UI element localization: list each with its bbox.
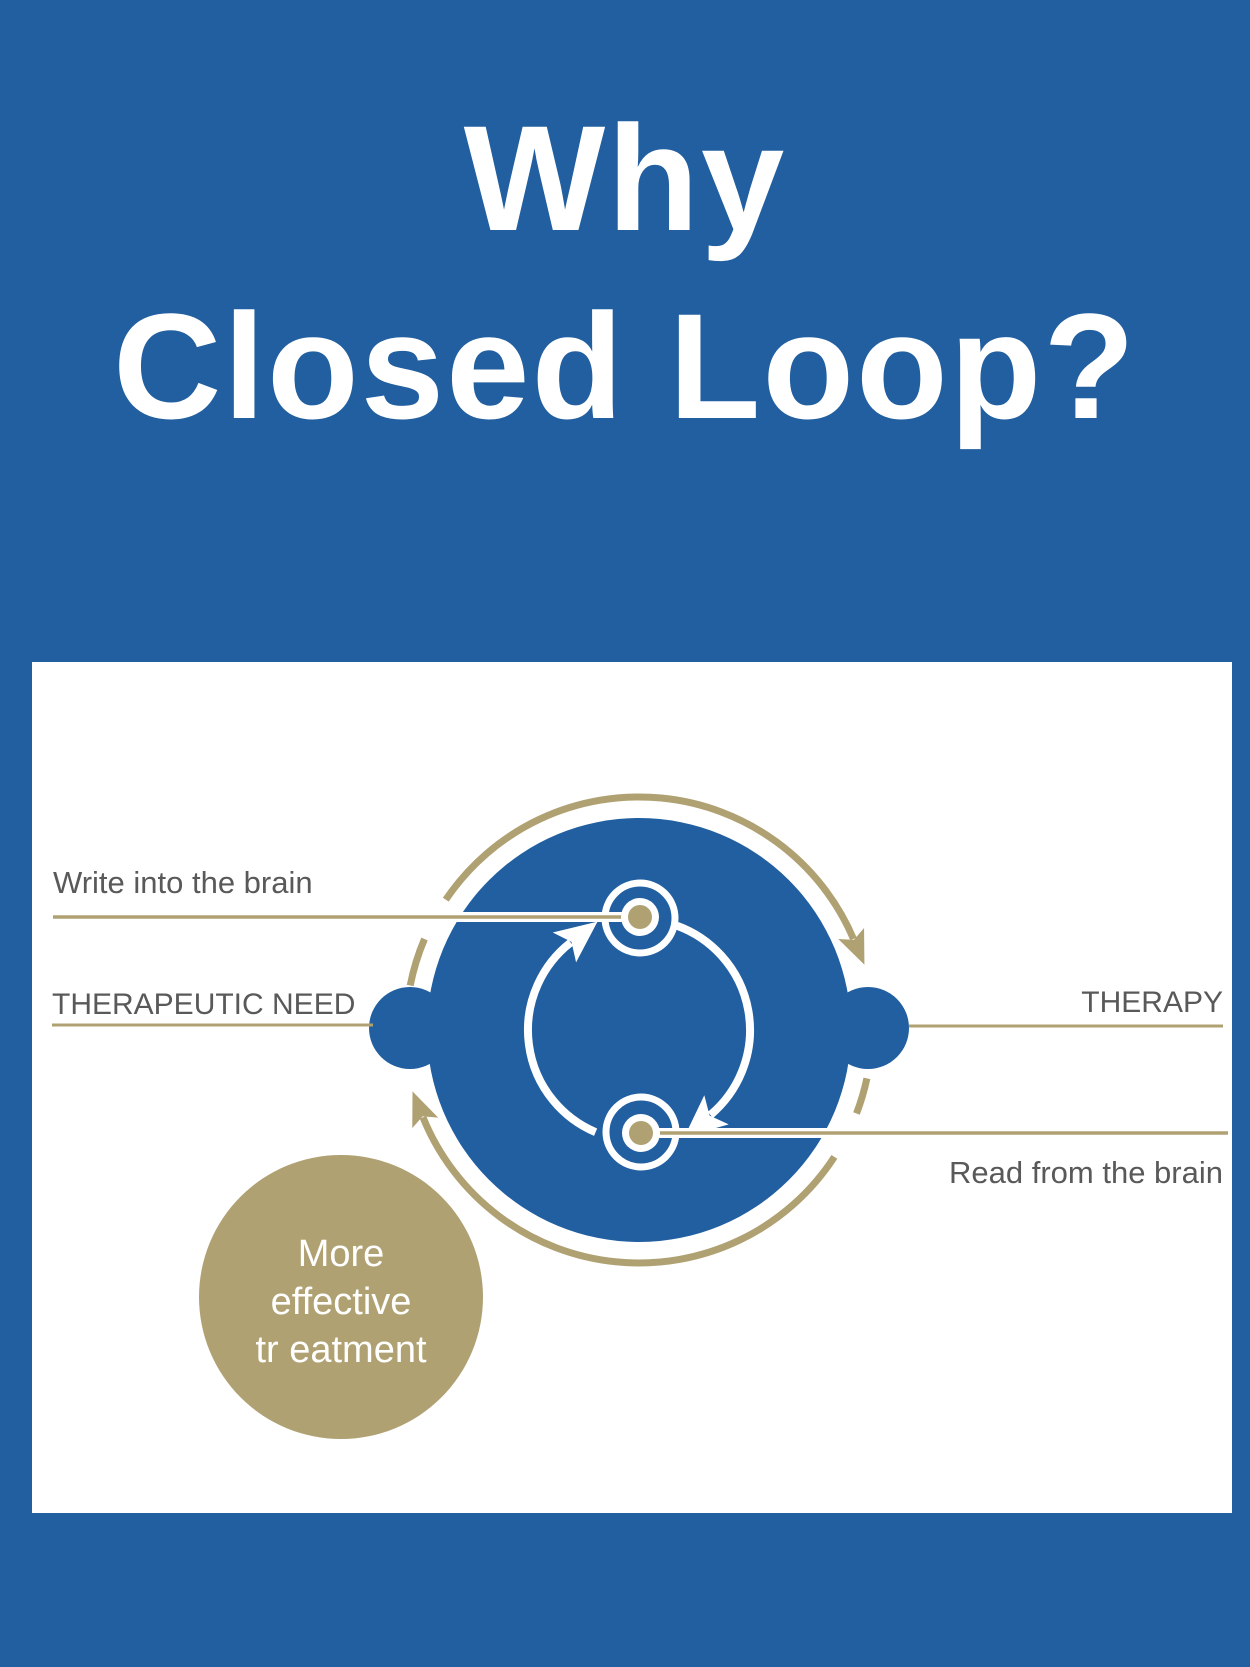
more-effective-treatment-badge: More effective tr eatment [199,1155,483,1439]
outer-arc-top [442,793,865,965]
badge-line-2: effective [271,1281,412,1323]
diagram-panel: Write into the brain THERAPEUTIC NEED TH… [32,662,1232,1513]
read-label: Read from the brain [949,1155,1223,1190]
slide-title: Why Closed Loop? [0,84,1250,460]
therapeutic-need-node [369,987,451,1069]
therapy-label: THERAPY [1081,986,1223,1019]
outer-cycle-arrows-icon [406,793,871,1267]
slide-title-line-2: Closed Loop? [113,282,1137,450]
outer-arc-bottom-short [853,1077,871,1115]
badge-line-1: More [298,1233,385,1275]
write-node-dot-icon [621,898,659,936]
outer-arc-bottom [412,1091,838,1267]
closed-loop-diagram: Write into the brain THERAPEUTIC NEED TH… [52,793,1228,1439]
read-node-dot-icon [622,1114,660,1152]
write-label: Write into the brain [53,865,313,900]
badge-line-3: tr eatment [255,1329,427,1371]
therapeutic-need-label: THERAPEUTIC NEED [52,988,355,1021]
inner-arc-left [523,921,598,1136]
inner-cycle-arrows-icon [523,921,754,1137]
slide-title-line-1: Why [463,94,787,262]
outer-arc-top-short [406,937,428,987]
therapy-node [827,987,909,1069]
inner-arc-right [675,921,754,1137]
